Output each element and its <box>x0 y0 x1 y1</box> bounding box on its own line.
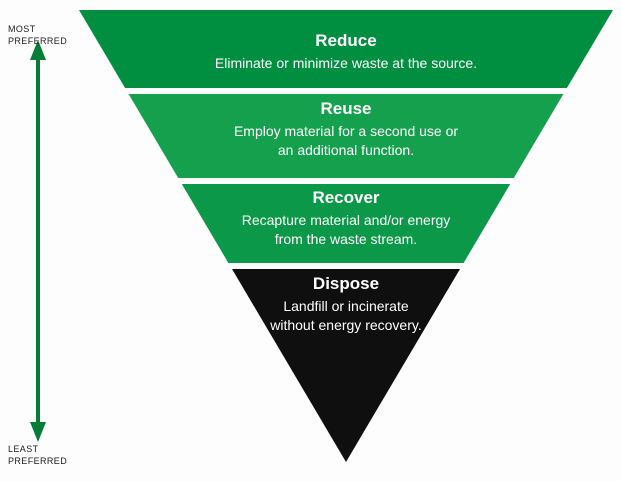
level-title-reduce: Reduce <box>315 31 377 50</box>
level-desc-dispose: Landfill or incinerate without energy re… <box>270 298 422 333</box>
least-preferred-label: LEAST PREFERRED <box>8 444 68 467</box>
level-title-recover: Recover <box>312 188 380 207</box>
level-shape-reuse <box>128 94 564 178</box>
level-reduce: Reduce Eliminate or minimize waste at th… <box>146 31 546 73</box>
level-shape-reduce <box>79 10 613 88</box>
level-shape-recover <box>181 184 511 263</box>
level-desc-reduce: Eliminate or minimize waste at the sourc… <box>214 55 478 71</box>
arrow-down-icon <box>30 422 46 442</box>
level-desc-recover: Recapture material and/or energy from th… <box>241 212 451 247</box>
arrow-up-icon <box>30 40 46 60</box>
most-preferred-label: MOST PREFERRED <box>8 24 68 47</box>
level-recover: Recover Recapture material and/or energy… <box>146 188 546 249</box>
level-shape-dispose <box>232 269 460 462</box>
level-title-dispose: Dispose <box>312 274 380 293</box>
level-reuse: Reuse Employ material for a second use o… <box>146 99 546 160</box>
level-dispose: Dispose Landfill or incinerate without e… <box>146 274 546 335</box>
level-desc-reuse: Employ material for a second use or an a… <box>233 123 459 158</box>
level-title-reuse: Reuse <box>320 99 372 118</box>
preference-arrow <box>30 40 46 442</box>
